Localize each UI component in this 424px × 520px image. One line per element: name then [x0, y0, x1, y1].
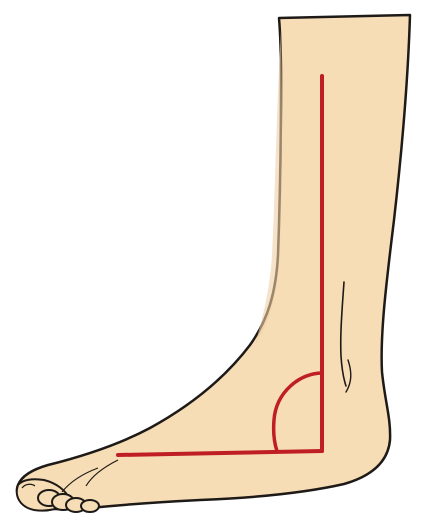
- toe-5: [81, 500, 99, 512]
